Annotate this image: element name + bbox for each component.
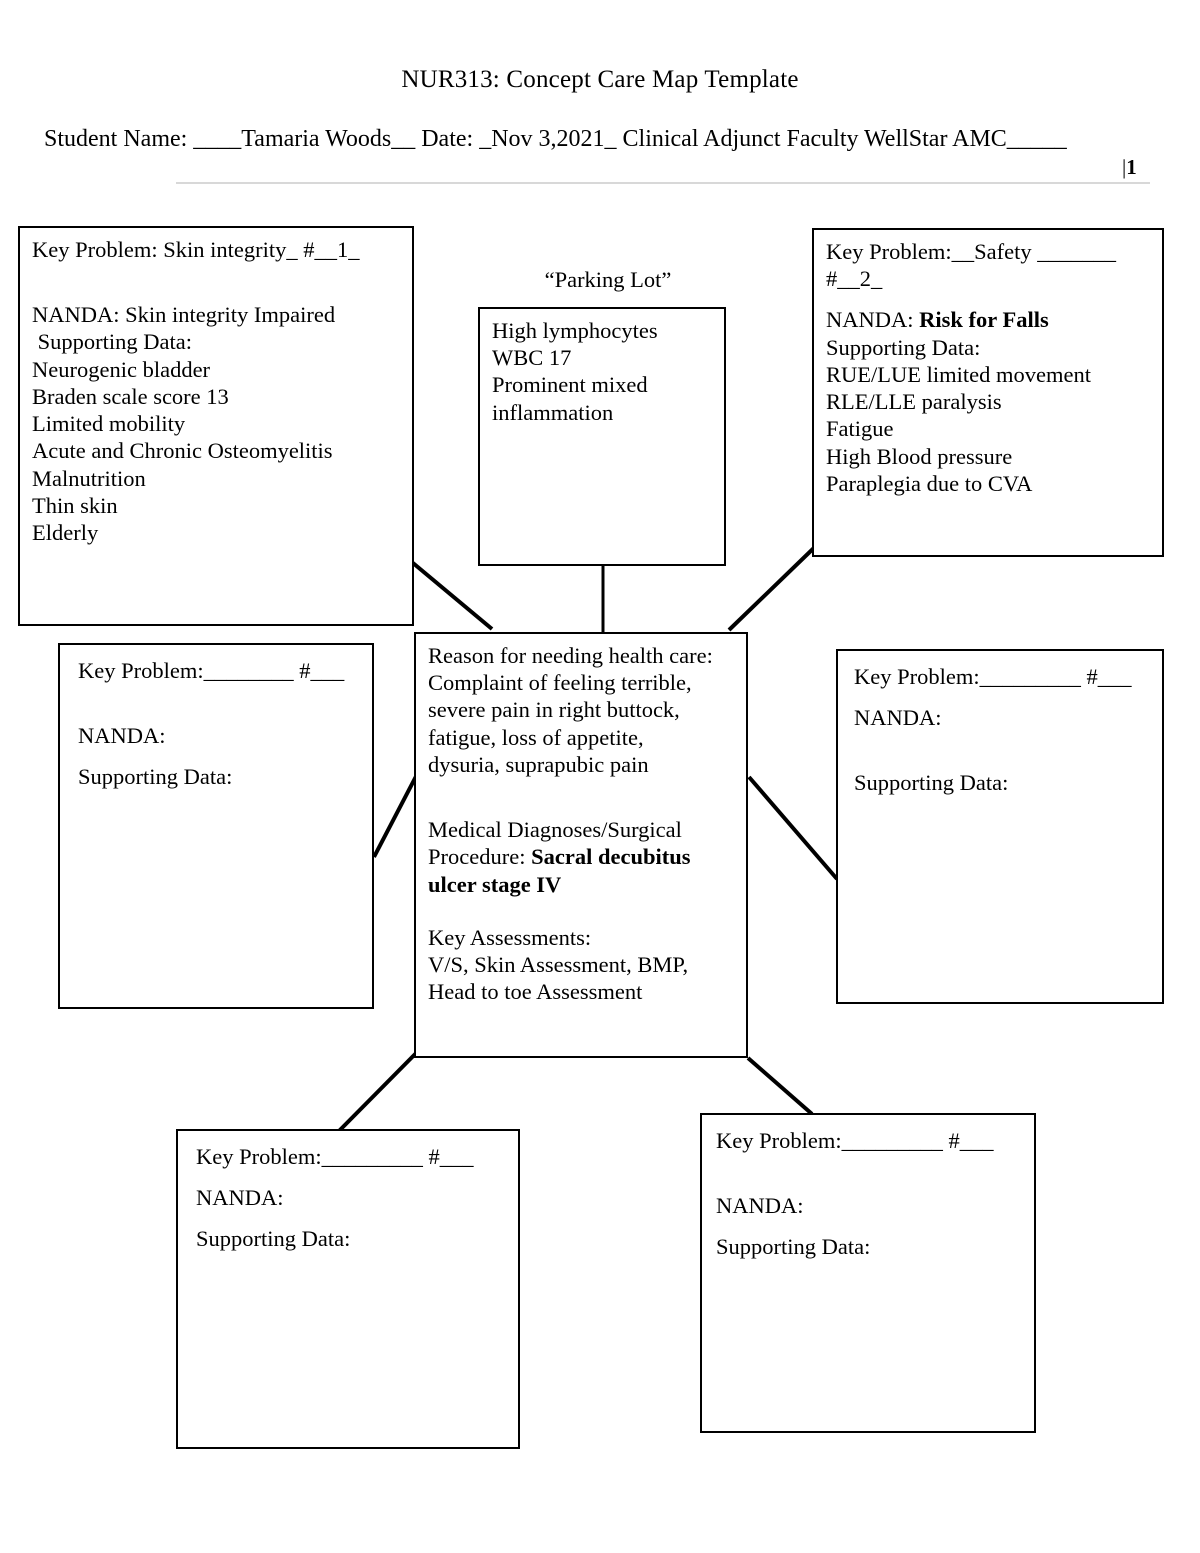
blank-bottom-right-heading: Key Problem:_________ #___: [716, 1128, 994, 1153]
parking-lot-caption: “Parking Lot”: [544, 267, 672, 292]
center-assessments-label: Key Assessments:: [428, 924, 592, 950]
key-problem-box-2[interactable]: Key Problem:__Safety _______ #__2_ NANDA…: [812, 228, 1164, 557]
blank-right-middle-nanda: NANDA:: [854, 705, 942, 731]
key-problem-box-right-middle[interactable]: Key Problem:_________ #___ NANDA: Suppor…: [836, 649, 1164, 1004]
key-problem-1-supporting-items: Neurogenic bladder Braden scale score 13…: [32, 356, 333, 545]
blank-bottom-right-nanda: NANDA:: [716, 1193, 804, 1219]
key-problem-2-heading-line2: #__2_: [826, 266, 883, 292]
center-reason-label: Reason for needing health care:: [428, 643, 713, 668]
blank-bottom-right-supporting: Supporting Data:: [716, 1234, 871, 1260]
key-problem-2-supporting-items: RUE/LUE limited movement RLE/LLE paralys…: [826, 361, 1091, 496]
key-problem-box-left-middle[interactable]: Key Problem:________ #___ NANDA: Support…: [58, 643, 374, 1009]
blank-bottom-left-nanda: NANDA:: [196, 1185, 284, 1211]
page-marker-bar: |: [1122, 155, 1127, 179]
key-problem-2-nanda-label: NANDA:: [826, 307, 920, 333]
blank-right-middle-heading: Key Problem:_________ #___: [854, 664, 1132, 689]
parking-lot-items: High lymphocytes WBC 17 Prominent mixed …: [492, 318, 658, 425]
center-diagnosis-label: Medical Diagnoses/Surgical Procedure:: [428, 817, 682, 870]
key-problem-box-bottom-left[interactable]: Key Problem:_________ #___ NANDA: Suppor…: [176, 1129, 520, 1449]
key-problem-2-nanda-value: Risk for Falls: [919, 307, 1049, 333]
center-focus-box[interactable]: Reason for needing health care: Complain…: [414, 632, 748, 1058]
center-assessments-text: V/S, Skin Assessment, BMP, Head to toe A…: [428, 951, 689, 1005]
connector-center-bottomright: [746, 1056, 814, 1116]
key-problem-2-nanda: NANDA: Risk for Falls: [826, 306, 1152, 333]
connector-center-rightmiddle: [747, 775, 839, 881]
parking-lot-box[interactable]: High lymphocytes WBC 17 Prominent mixed …: [478, 307, 726, 566]
page-marker: |1: [1122, 155, 1137, 180]
blank-right-middle-supporting: Supporting Data:: [854, 770, 1009, 796]
key-problem-box-bottom-right[interactable]: Key Problem:_________ #___ NANDA: Suppor…: [700, 1113, 1036, 1433]
page-number: 1: [1126, 155, 1137, 179]
student-info-line: Student Name: ____Tamaria Woods__ Date: …: [44, 126, 1067, 152]
key-problem-1-supporting-label: Supporting Data:: [32, 329, 192, 355]
center-reason-text: Complaint of feeling terrible, severe pa…: [428, 670, 692, 777]
key-problem-box-1[interactable]: Key Problem: Skin integrity_ #__1_ NANDA…: [18, 226, 414, 626]
center-diagnosis: Medical Diagnoses/Surgical Procedure: Sa…: [428, 816, 736, 898]
key-problem-1-nanda: NANDA: Skin integrity Impaired: [32, 302, 336, 328]
blank-bottom-left-supporting: Supporting Data:: [196, 1226, 351, 1252]
header-divider: [176, 182, 1150, 184]
key-problem-2-heading-line1: Key Problem:__Safety _______: [826, 239, 1116, 264]
blank-bottom-left-heading: Key Problem:_________ #___: [196, 1144, 474, 1169]
blank-left-middle-nanda: NANDA:: [78, 723, 166, 749]
key-problem-1-heading: Key Problem: Skin integrity_ #__1_: [32, 237, 360, 262]
page-title: NUR313: Concept Care Map Template: [401, 66, 799, 93]
key-problem-2-supporting-label: Supporting Data:: [826, 334, 981, 360]
blank-left-middle-supporting: Supporting Data:: [78, 764, 233, 790]
center-diagnosis-value: Sacral decubitus ulcer stage IV: [428, 844, 691, 897]
connector-problem2-center: [727, 542, 820, 632]
blank-left-middle-heading: Key Problem:________ #___: [78, 658, 345, 683]
